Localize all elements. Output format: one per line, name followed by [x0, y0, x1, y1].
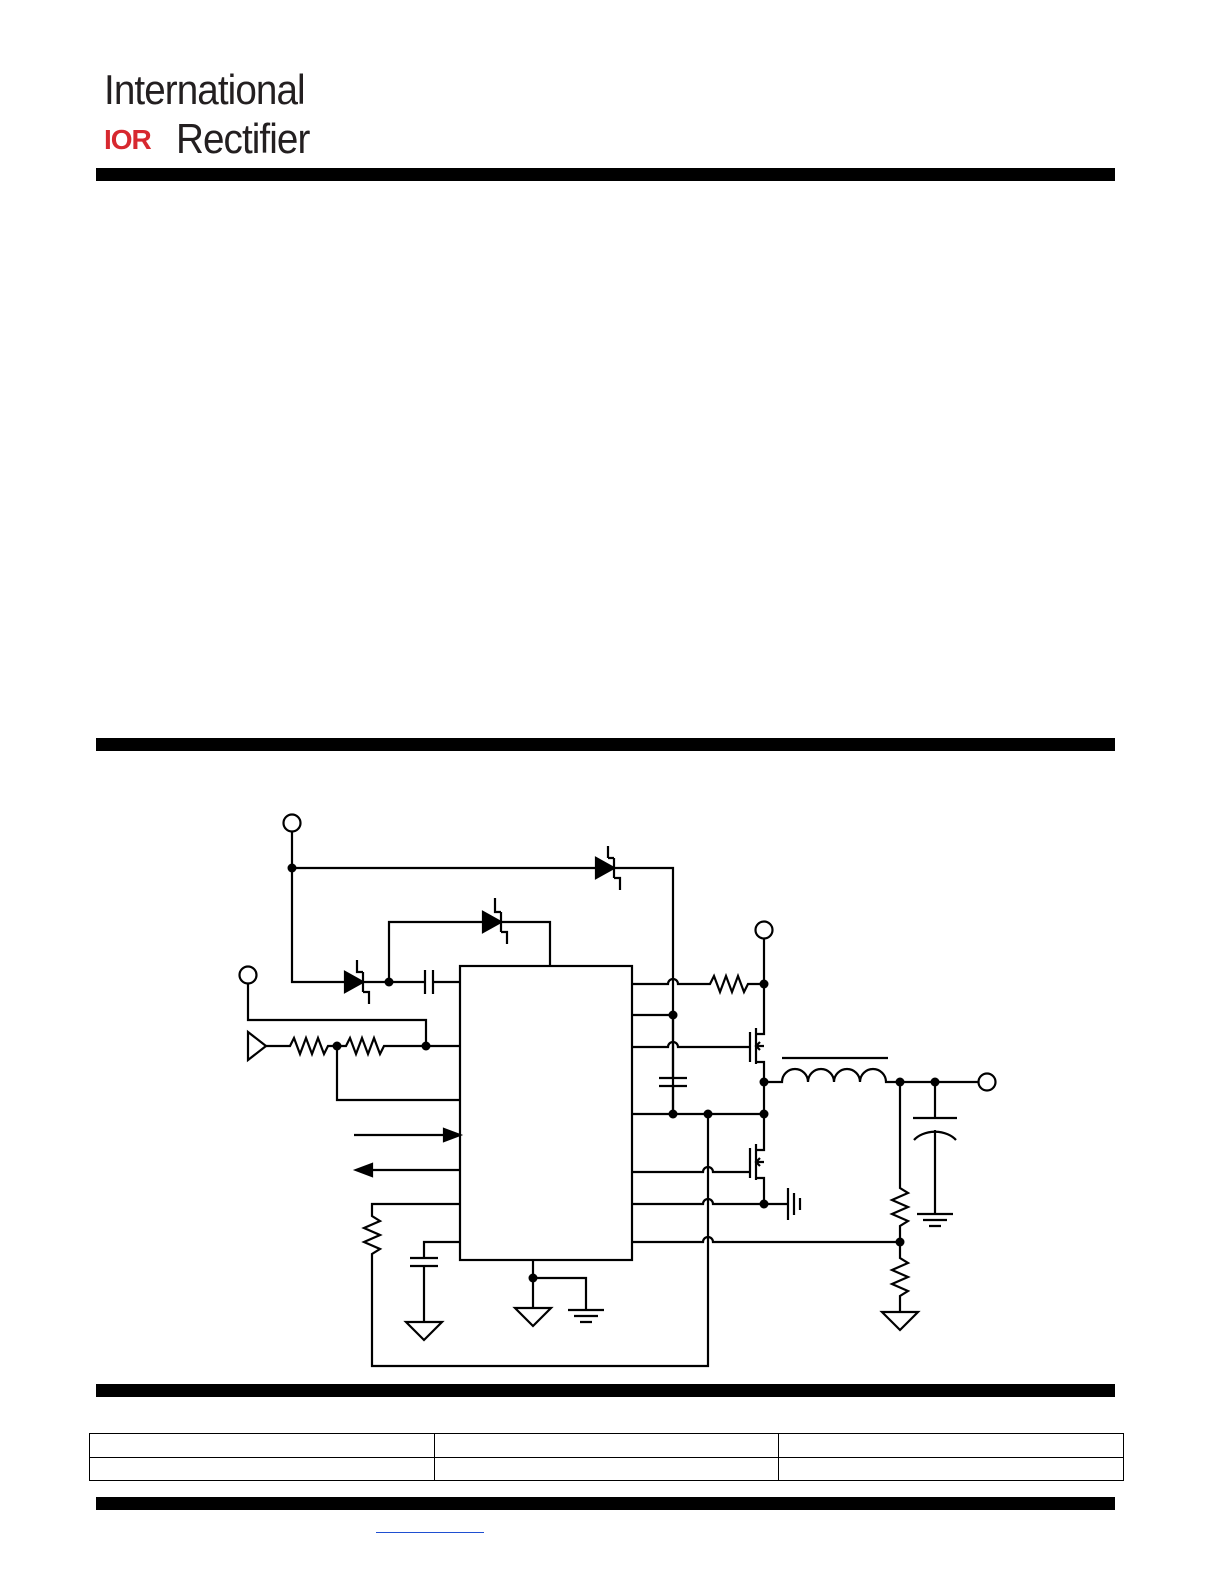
table-cell [433, 1456, 780, 1481]
inductor [764, 1067, 986, 1084]
logo-wordmark-rectifier: Rectifier [176, 115, 310, 162]
table-row [89, 1433, 1124, 1458]
table-cell [433, 1433, 780, 1458]
reference-triangle-icon [246, 1029, 268, 1063]
table-cell [778, 1433, 1124, 1458]
header-rule [96, 168, 1115, 181]
company-logo: International IOR Rectifier [104, 66, 334, 164]
mosfet [748, 1028, 766, 1082]
logo-wordmark-international: International [104, 66, 306, 113]
footer-rule [96, 1497, 1115, 1510]
table-cell [89, 1456, 435, 1481]
table-row [89, 1456, 1124, 1481]
schottky-diode [343, 970, 366, 994]
table-cell [778, 1456, 1124, 1481]
table-cell [89, 1433, 435, 1458]
ior-logo-icon: IOR [104, 124, 153, 154]
footer-website-link[interactable] [376, 1528, 484, 1533]
mosfet [748, 1144, 766, 1204]
input-pin-circle [238, 965, 258, 985]
section-rule-schematic [96, 738, 1115, 751]
schottky-diode [481, 910, 504, 934]
vin-pin-circle [282, 813, 302, 833]
ordering-info-table [89, 1433, 1124, 1481]
vcc-pin-circle [754, 920, 774, 940]
schottky-diode [594, 856, 617, 880]
section-rule-table [96, 1384, 1115, 1397]
controller-ic [458, 964, 634, 1262]
svg-text:IOR: IOR [104, 124, 152, 154]
typical-application-schematic [238, 813, 997, 1368]
vout-pin-circle [977, 1072, 997, 1092]
junction-dots [287, 863, 940, 1283]
